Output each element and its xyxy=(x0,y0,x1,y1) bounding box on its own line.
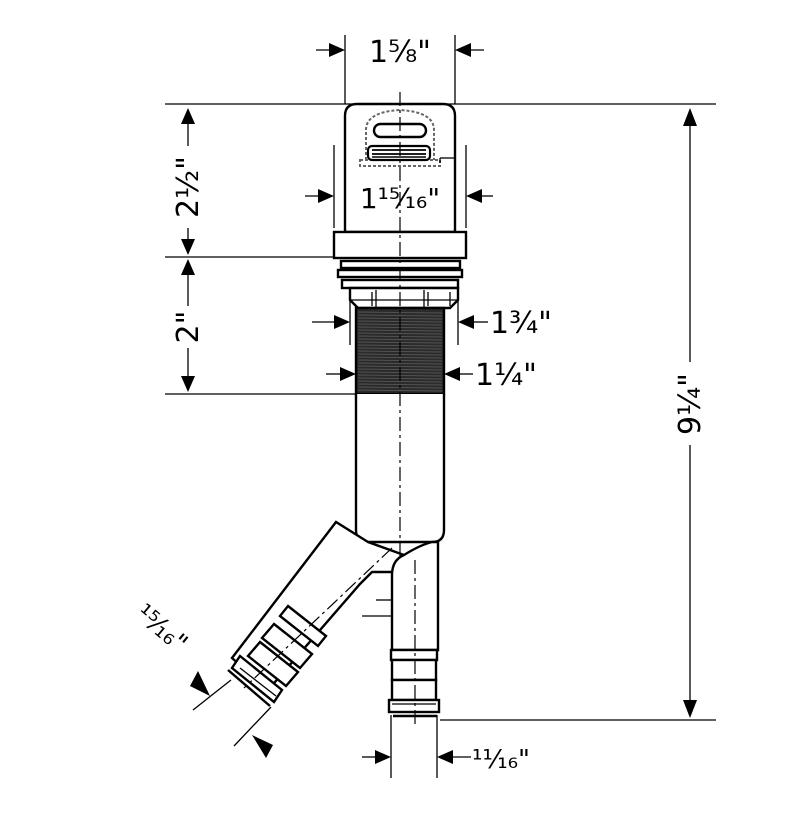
hidden-outline xyxy=(365,108,435,160)
dim-thread-outer: 1¾" xyxy=(490,306,552,341)
straight-barbs xyxy=(387,648,441,718)
angled-barbs xyxy=(227,604,328,707)
slot-lower xyxy=(366,144,432,162)
dimension-labels: 1⅝" 1¹⁵⁄₁₆" 2½" 2" 1¾" 1¼" 9¼" ¹¹⁄₁₆" ¹⁵… xyxy=(129,35,708,775)
dim-cap-height: 2½" xyxy=(171,156,206,218)
dimension-lines xyxy=(181,43,697,764)
dim-cap-inner-width: 1¹⁵⁄₁₆" xyxy=(360,182,440,215)
dim-angled-hose: ¹⁵⁄₁₆" xyxy=(129,599,193,659)
nut xyxy=(348,286,460,310)
dim-straight-hose: ¹¹⁄₁₆" xyxy=(472,745,530,775)
dim-thread-height: 2" xyxy=(171,311,206,344)
centerline-angled xyxy=(243,547,393,689)
dim-total-height: 9¼" xyxy=(673,373,708,435)
dim-top-width: 1⅝" xyxy=(369,35,431,70)
dim-thread-inner: 1¼" xyxy=(475,358,537,393)
diverter-body xyxy=(227,92,468,726)
